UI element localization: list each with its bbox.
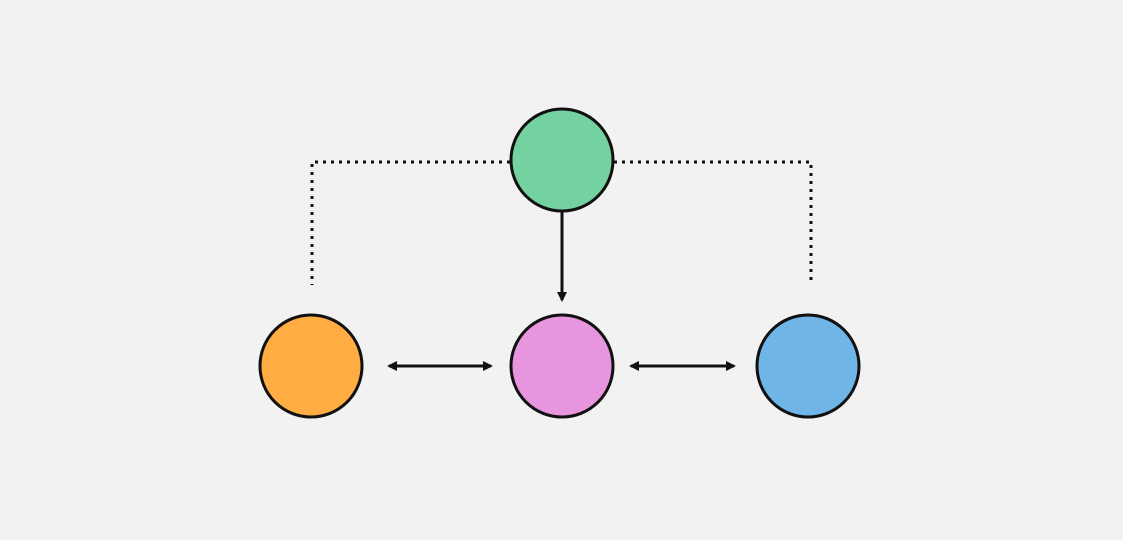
top-node <box>509 107 615 213</box>
dotted-connector-top-right <box>614 160 813 285</box>
center-node <box>509 313 615 419</box>
right-node <box>755 313 861 419</box>
dotted-connector-top-left <box>310 160 510 285</box>
left-node <box>258 313 364 419</box>
